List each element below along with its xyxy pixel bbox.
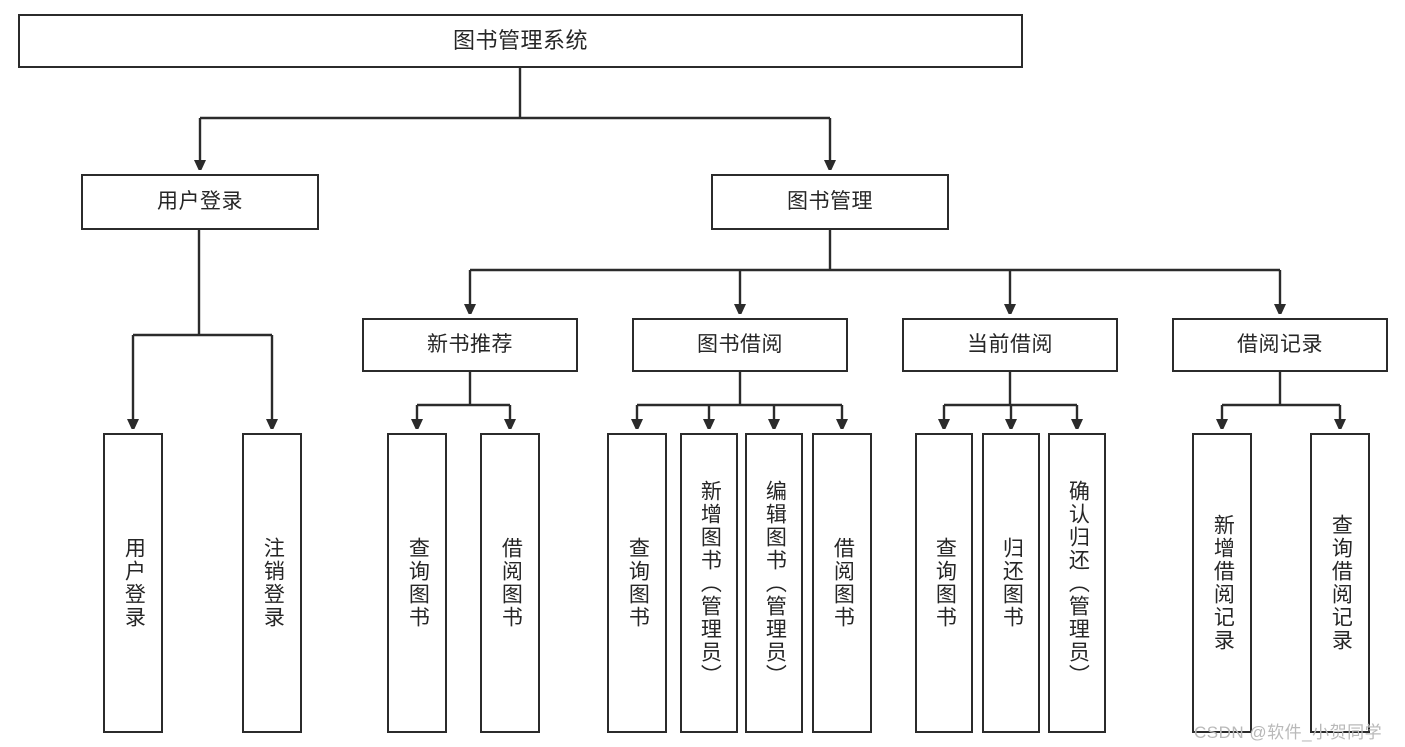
node-label: 查询图书: [626, 537, 650, 629]
node-leaf-query-record[interactable]: 查询借阅记录: [1310, 433, 1370, 733]
node-label: 查询图书: [406, 537, 430, 629]
node-label: 注销登录: [261, 537, 285, 629]
node-book-manage[interactable]: 图书管理: [711, 174, 949, 230]
node-borrow-record[interactable]: 借阅记录: [1172, 318, 1388, 372]
node-label: 归还图书: [1000, 537, 1024, 629]
node-label: 借阅图书: [831, 537, 855, 629]
node-label: 新书推荐: [427, 332, 513, 356]
watermark: CSDN @软件_小贺同学: [1194, 723, 1383, 742]
node-label: 新增图书（管理员）: [698, 479, 722, 687]
node-label: 新增借阅记录: [1211, 514, 1235, 652]
node-label: 图书管理系统: [452, 28, 588, 54]
node-label: 用户登录: [122, 537, 146, 629]
node-book-borrow[interactable]: 图书借阅: [632, 318, 848, 372]
node-new-book-rec[interactable]: 新书推荐: [362, 318, 578, 372]
node-leaf-borrow-book-1[interactable]: 借阅图书: [480, 433, 540, 733]
node-label: 确认归还（管理员）: [1066, 479, 1090, 687]
node-user-login[interactable]: 用户登录: [81, 174, 319, 230]
node-leaf-confirm-return[interactable]: 确认归还（管理员）: [1048, 433, 1106, 733]
node-leaf-user-login[interactable]: 用户登录: [103, 433, 163, 733]
node-leaf-borrow-book-2[interactable]: 借阅图书: [812, 433, 872, 733]
node-label: 编辑图书（管理员）: [763, 479, 787, 687]
node-leaf-add-book[interactable]: 新增图书（管理员）: [680, 433, 738, 733]
node-leaf-query-book-2[interactable]: 查询图书: [607, 433, 667, 733]
node-leaf-add-record[interactable]: 新增借阅记录: [1192, 433, 1252, 733]
node-label: 用户登录: [157, 189, 243, 213]
node-label: 查询图书: [933, 537, 957, 629]
node-leaf-return-book[interactable]: 归还图书: [982, 433, 1040, 733]
node-label: 图书借阅: [697, 332, 783, 356]
node-label: 借阅记录: [1237, 332, 1323, 356]
node-leaf-edit-book[interactable]: 编辑图书（管理员）: [745, 433, 803, 733]
node-leaf-user-logout[interactable]: 注销登录: [242, 433, 302, 733]
node-label: 查询借阅记录: [1329, 514, 1353, 652]
root-node[interactable]: 图书管理系统: [18, 14, 1023, 68]
node-leaf-query-book-1[interactable]: 查询图书: [387, 433, 447, 733]
node-current-borrow[interactable]: 当前借阅: [902, 318, 1118, 372]
node-label: 图书管理: [787, 189, 873, 213]
node-label: 当前借阅: [967, 332, 1053, 356]
node-label: 借阅图书: [499, 537, 523, 629]
node-leaf-query-book-3[interactable]: 查询图书: [915, 433, 973, 733]
